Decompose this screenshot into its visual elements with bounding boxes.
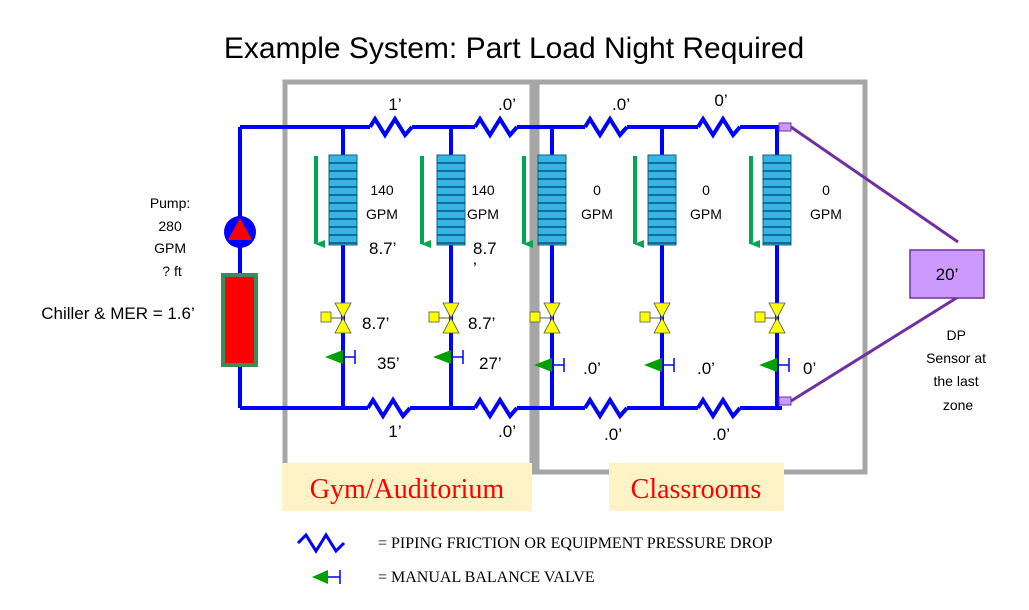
bv-2-dp: 27’ [479, 354, 502, 373]
balance-valve-icon [534, 358, 565, 372]
chiller-icon [221, 273, 258, 367]
cv-2-dp: 8.7’ [468, 314, 495, 333]
control-valve-icon [639, 302, 671, 334]
gym-zone-label: Gym/Auditorium [310, 474, 505, 505]
dp-line-bottom [790, 295, 959, 403]
top-friction-4: 0’ [714, 91, 727, 110]
bottom-friction-2: .0’ [498, 422, 516, 441]
bottom-friction-3: .0’ [604, 425, 622, 444]
coil-1-unit: GPM [366, 206, 398, 222]
balance-valve-icon [644, 358, 675, 372]
pump-icon [224, 216, 256, 248]
bv-5-dp: 0’ [803, 359, 816, 378]
dp-tap-return [778, 396, 792, 406]
bottom-friction-1: 1’ [388, 422, 401, 441]
gym-zone-box [282, 79, 535, 475]
bv-1-dp: 35’ [377, 354, 400, 373]
coil-icon [328, 154, 358, 246]
coil-3-unit: GPM [581, 206, 613, 222]
coil-5-gpm: 0 [822, 182, 830, 198]
coil-2-dp-extra: ’ [473, 259, 477, 278]
balance-valve-icon [433, 350, 464, 364]
top-friction-3: .0’ [612, 95, 630, 114]
coil-1-gpm: 140 [370, 182, 394, 198]
dp-line-top [790, 125, 959, 244]
coil-icon [647, 154, 677, 246]
control-valve-icon [754, 302, 786, 334]
bv-3-dp: .0’ [583, 359, 601, 378]
coil-1-dp: 8.7’ [369, 239, 396, 258]
friction-legend-icon [296, 532, 346, 554]
chiller-label: Chiller & MER = 1.6’ [41, 304, 195, 323]
dp-tap-supply [778, 122, 792, 132]
balance-valves [325, 350, 790, 372]
control-valve-icon [428, 302, 460, 334]
coil-icon [537, 154, 567, 246]
control-valve-icon [320, 302, 352, 334]
top-friction-2: .0’ [498, 95, 516, 114]
coil-2-dp: 8.7 [473, 239, 497, 258]
dp-sensor-value: 20’ [936, 265, 959, 284]
coil-4-unit: GPM [690, 206, 722, 222]
coil-2-unit: GPM [467, 206, 499, 222]
pump-label: Pump: 280 GPM ? ft [150, 195, 194, 279]
coil-icon [436, 154, 466, 246]
friction-legend-label: = PIPING FRICTION OR EQUIPMENT PRESSURE … [378, 535, 773, 552]
gym-label-bg [282, 463, 532, 511]
flow-arrows [314, 156, 760, 248]
dp-sensor-box [909, 249, 985, 299]
cv-1-dp: 8.7’ [362, 314, 389, 333]
balance-valve-legend-label: = MANUAL BALANCE VALVE [378, 569, 595, 586]
bottom-friction-4: .0’ [712, 425, 730, 444]
classrooms-label-bg [609, 463, 784, 511]
coil-icon [762, 154, 792, 246]
balance-valve-legend-icon [312, 570, 341, 584]
classrooms-zone-box [534, 79, 868, 475]
coil-3-gpm: 0 [593, 182, 601, 198]
bv-4-dp: .0’ [697, 359, 715, 378]
classrooms-zone-label: Classrooms [631, 474, 762, 505]
dp-sensor-label: DP Sensor at the last zone [926, 327, 990, 413]
coil-2-gpm: 140 [471, 182, 495, 198]
coils [328, 154, 792, 246]
balance-valve-icon [325, 350, 356, 364]
control-valves [320, 302, 786, 334]
balance-valve-icon [759, 358, 790, 372]
page-title: Example System: Part Load Night Required [224, 32, 804, 65]
top-friction-1: 1’ [388, 95, 401, 114]
coil-5-unit: GPM [810, 206, 842, 222]
coil-4-gpm: 0 [702, 182, 710, 198]
control-valve-icon [529, 302, 561, 334]
